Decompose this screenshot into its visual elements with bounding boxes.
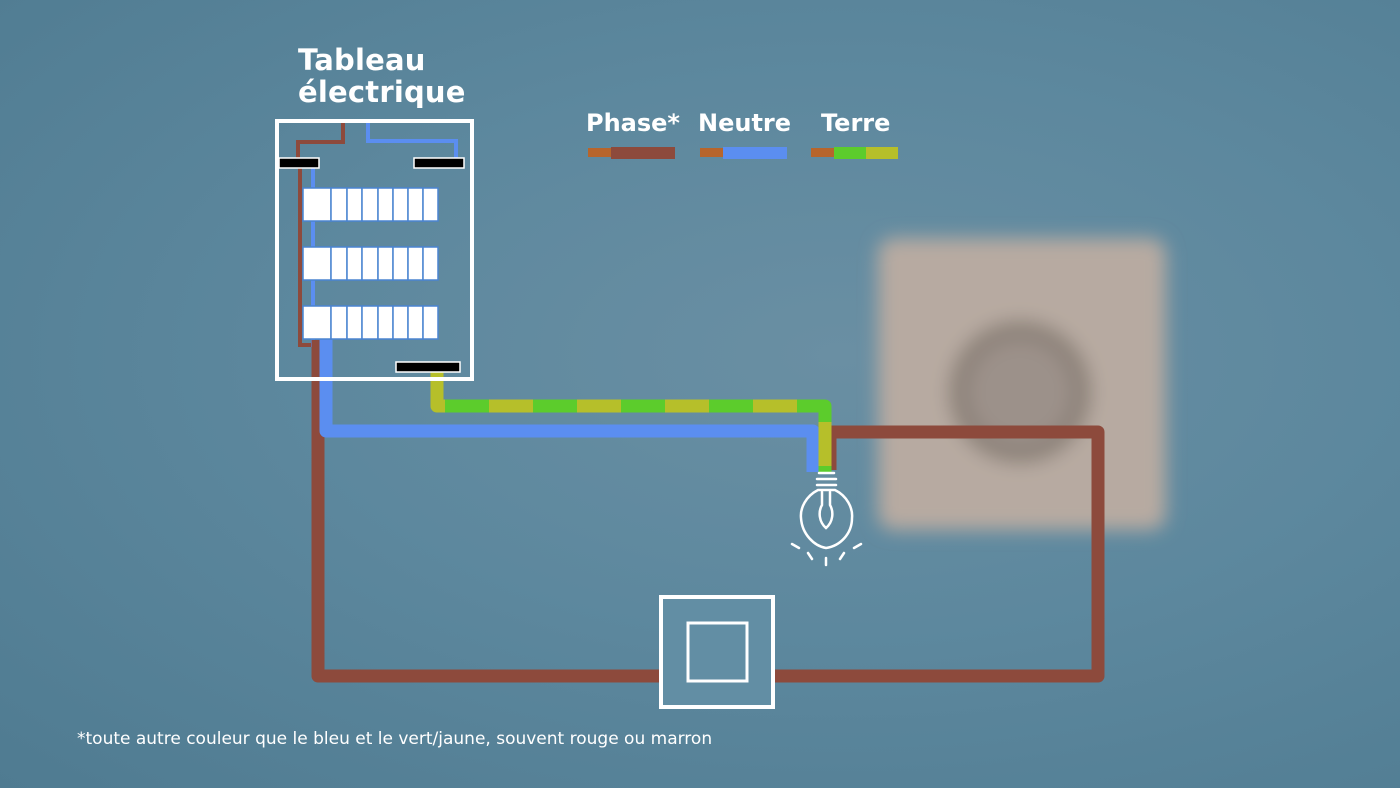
legend-neutre-swatch — [700, 147, 787, 159]
panel-phase-wire — [296, 120, 345, 160]
breaker-row-1 — [302, 187, 439, 222]
panel-neutral-wire — [366, 120, 458, 160]
earth-wire-yellow — [430, 370, 832, 472]
legend-terre-label: Terre — [821, 109, 891, 137]
panel-title-line1: Tableau — [298, 43, 426, 77]
earth-wire-green — [430, 370, 832, 472]
electrical-panel — [275, 119, 474, 381]
panel-earth-bar — [395, 361, 461, 373]
breaker-row-3 — [302, 305, 439, 340]
panel-bus-bar-right — [413, 157, 465, 169]
legend-phase-label: Phase* — [586, 109, 680, 137]
footnote: *toute autre couleur que le bleu et le v… — [77, 729, 713, 749]
legend-phase-swatch — [588, 147, 675, 159]
light-switch-icon — [659, 595, 775, 709]
light-bulb-icon — [790, 471, 863, 567]
breaker-row-2 — [302, 246, 439, 281]
panel-title: Tableau électrique — [298, 44, 466, 108]
panel-title-line2: électrique — [298, 75, 466, 109]
panel-bus-bar-left — [278, 157, 320, 169]
neutral-wire — [319, 338, 820, 472]
legend-terre-swatch — [811, 147, 898, 159]
legend-neutre-label: Neutre — [698, 109, 792, 137]
